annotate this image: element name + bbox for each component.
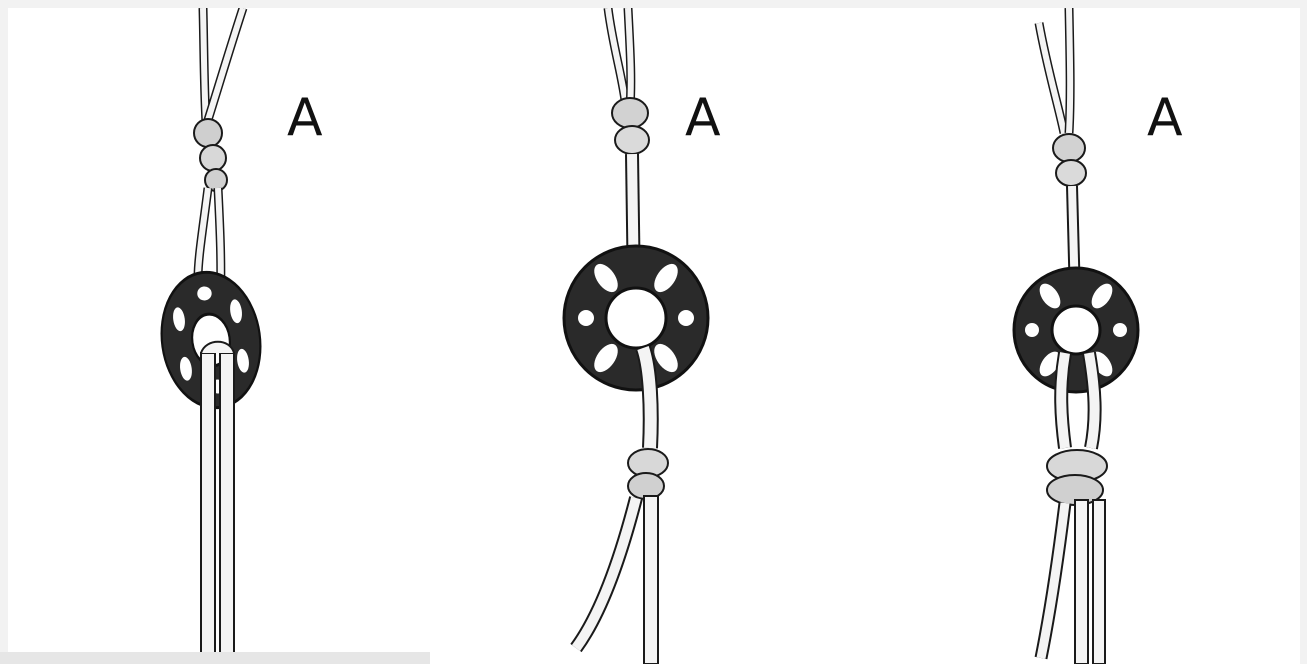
knot-icon (1053, 134, 1086, 186)
panel-label: A (287, 92, 323, 144)
rigging-ring-diagram-2 (438, 8, 869, 664)
figure-canvas: A (8, 8, 1300, 664)
panel-1: A (8, 8, 438, 664)
panel-2: A (438, 8, 869, 664)
panel-label: A (685, 92, 721, 144)
rigging-ring-diagram-1 (8, 8, 438, 664)
rigging-ring-icon (564, 246, 708, 390)
knot-icon (194, 119, 227, 191)
panel-label: A (1147, 92, 1183, 144)
rigging-ring-diagram-3 (869, 8, 1300, 664)
lower-rope (576, 348, 668, 664)
knot-icon (612, 98, 649, 154)
rigging-ring-icon (1014, 268, 1138, 392)
panel-3: A (869, 8, 1300, 664)
bottom-edge-strip (0, 652, 430, 664)
lower-rope (1041, 353, 1107, 664)
